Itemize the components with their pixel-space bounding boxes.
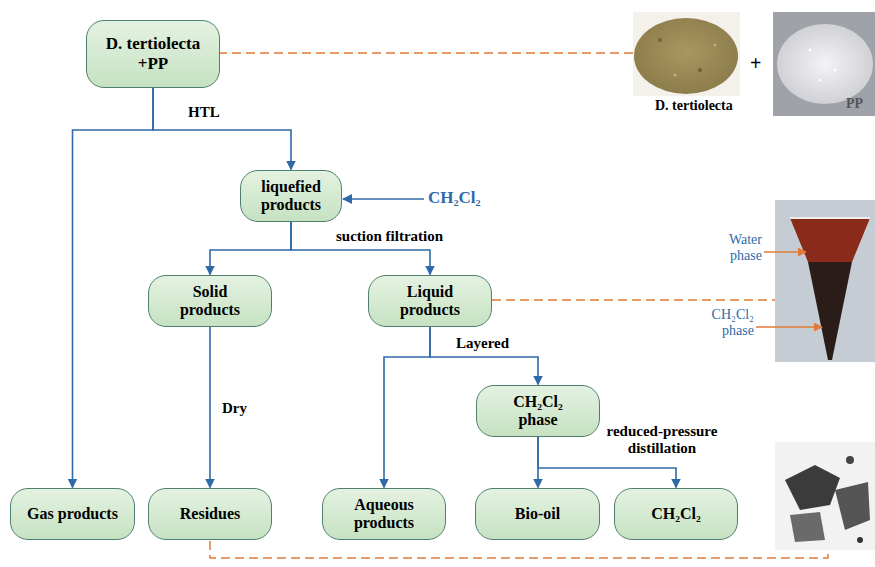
funnel-photo <box>775 200 875 362</box>
flow-arrow <box>384 327 430 488</box>
annotation: CH₂Cl₂ phase <box>692 307 754 339</box>
algae-photo <box>633 12 740 96</box>
process-box: CH₂Cl₂ <box>614 488 738 540</box>
process-box: Solid products <box>148 275 272 327</box>
annotation: D. tertiolecta <box>655 98 733 114</box>
annotation: reduced-pressure distillation <box>586 423 738 458</box>
node-label: Gas products <box>27 505 118 523</box>
pointer-arrow <box>764 251 806 253</box>
pointer-arrow <box>756 326 822 328</box>
dashed-leader <box>492 299 775 301</box>
process-box: Liquid products <box>368 275 492 327</box>
node-label: Solid products <box>165 283 255 320</box>
residue-photo <box>775 442 875 550</box>
node-label: Residues <box>180 505 240 523</box>
flow-arrow <box>153 88 291 170</box>
annotation: Layered <box>456 335 509 352</box>
flow-arrow <box>430 327 538 385</box>
flow-arrow <box>209 327 211 488</box>
annotation: + <box>750 52 761 75</box>
process-box: Aqueous products <box>322 488 446 540</box>
flow-arrow <box>73 88 154 488</box>
pp-photo <box>773 12 875 116</box>
annotation: suction filtration <box>336 228 443 245</box>
node-label: Liquid products <box>385 283 475 320</box>
annotation: HTL <box>188 104 220 121</box>
flow-arrow <box>210 222 291 275</box>
process-box: Gas products <box>10 488 135 540</box>
node-label: Aqueous products <box>334 496 434 533</box>
annotation: Dry <box>222 400 247 417</box>
dashed-leader <box>210 541 828 558</box>
node-label: CH₂Cl₂ phase <box>493 393 583 430</box>
annotation: Water phase <box>700 232 762 264</box>
node-label: D. tertiolecta +PP <box>97 34 209 73</box>
process-box: liquefied products <box>240 170 342 222</box>
process-box: D. tertiolecta +PP <box>86 20 220 88</box>
annotation: PP <box>846 96 863 112</box>
node-label: liquefied products <box>250 178 332 215</box>
dashed-leader <box>218 52 633 54</box>
process-box: Bio-oil <box>475 488 600 540</box>
annotation: CH₂Cl₂ <box>428 188 481 208</box>
process-box: CH₂Cl₂ phase <box>476 385 600 437</box>
process-box: Residues <box>148 488 272 540</box>
node-label: CH₂Cl₂ <box>651 505 701 523</box>
node-label: Bio-oil <box>515 505 560 523</box>
feed-arrow <box>343 198 424 200</box>
